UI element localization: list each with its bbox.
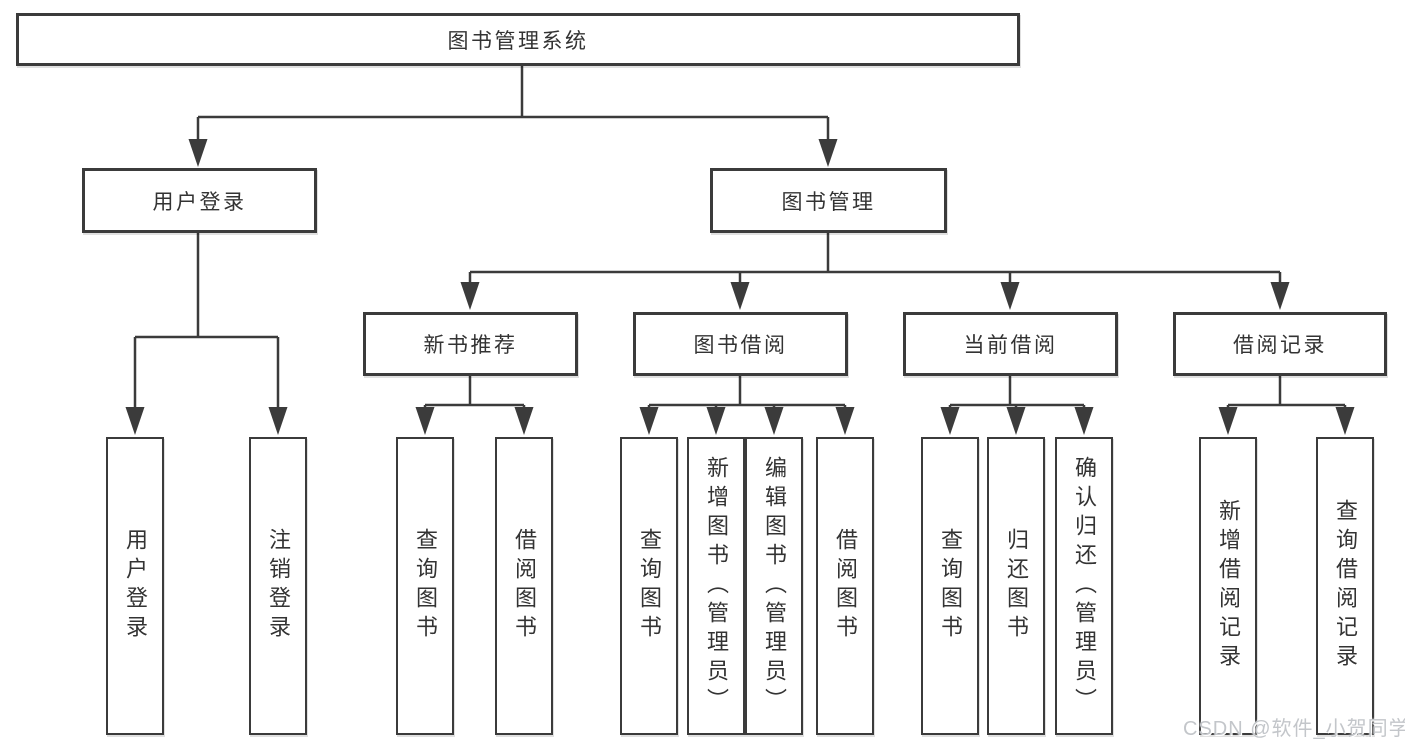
leaf-query-books-recommend: 查询图书	[396, 437, 454, 735]
leaf-add-borrow-record: 新增借阅记录	[1199, 437, 1257, 735]
node-new-book-recommendation: 新书推荐	[363, 312, 578, 376]
node-current-borrowing: 当前借阅	[903, 312, 1118, 376]
leaf-query-books-borrow: 查询图书	[620, 437, 678, 735]
node-book-borrowing: 图书借阅	[633, 312, 848, 376]
leaf-edit-books-admin: 编辑图书（管理员）	[745, 437, 803, 735]
leaf-borrow-books: 借阅图书	[816, 437, 874, 735]
leaf-borrow-books-recommend: 借阅图书	[495, 437, 553, 735]
leaf-confirm-return-admin: 确认归还（管理员）	[1055, 437, 1113, 735]
leaf-user-login: 用户登录	[106, 437, 164, 735]
leaf-query-borrow-record: 查询借阅记录	[1316, 437, 1374, 735]
leaf-query-books-current: 查询图书	[921, 437, 979, 735]
node-library-management-system: 图书管理系统	[16, 13, 1020, 66]
node-borrowing-records: 借阅记录	[1173, 312, 1387, 376]
node-book-management: 图书管理	[710, 168, 947, 233]
leaf-return-books: 归还图书	[987, 437, 1045, 735]
leaf-add-books-admin: 新增图书（管理员）	[687, 437, 745, 735]
watermark-csdn: CSDN @软件_小贺同学	[1183, 718, 1405, 740]
node-user-login: 用户登录	[82, 168, 317, 233]
leaf-logout: 注销登录	[249, 437, 307, 735]
